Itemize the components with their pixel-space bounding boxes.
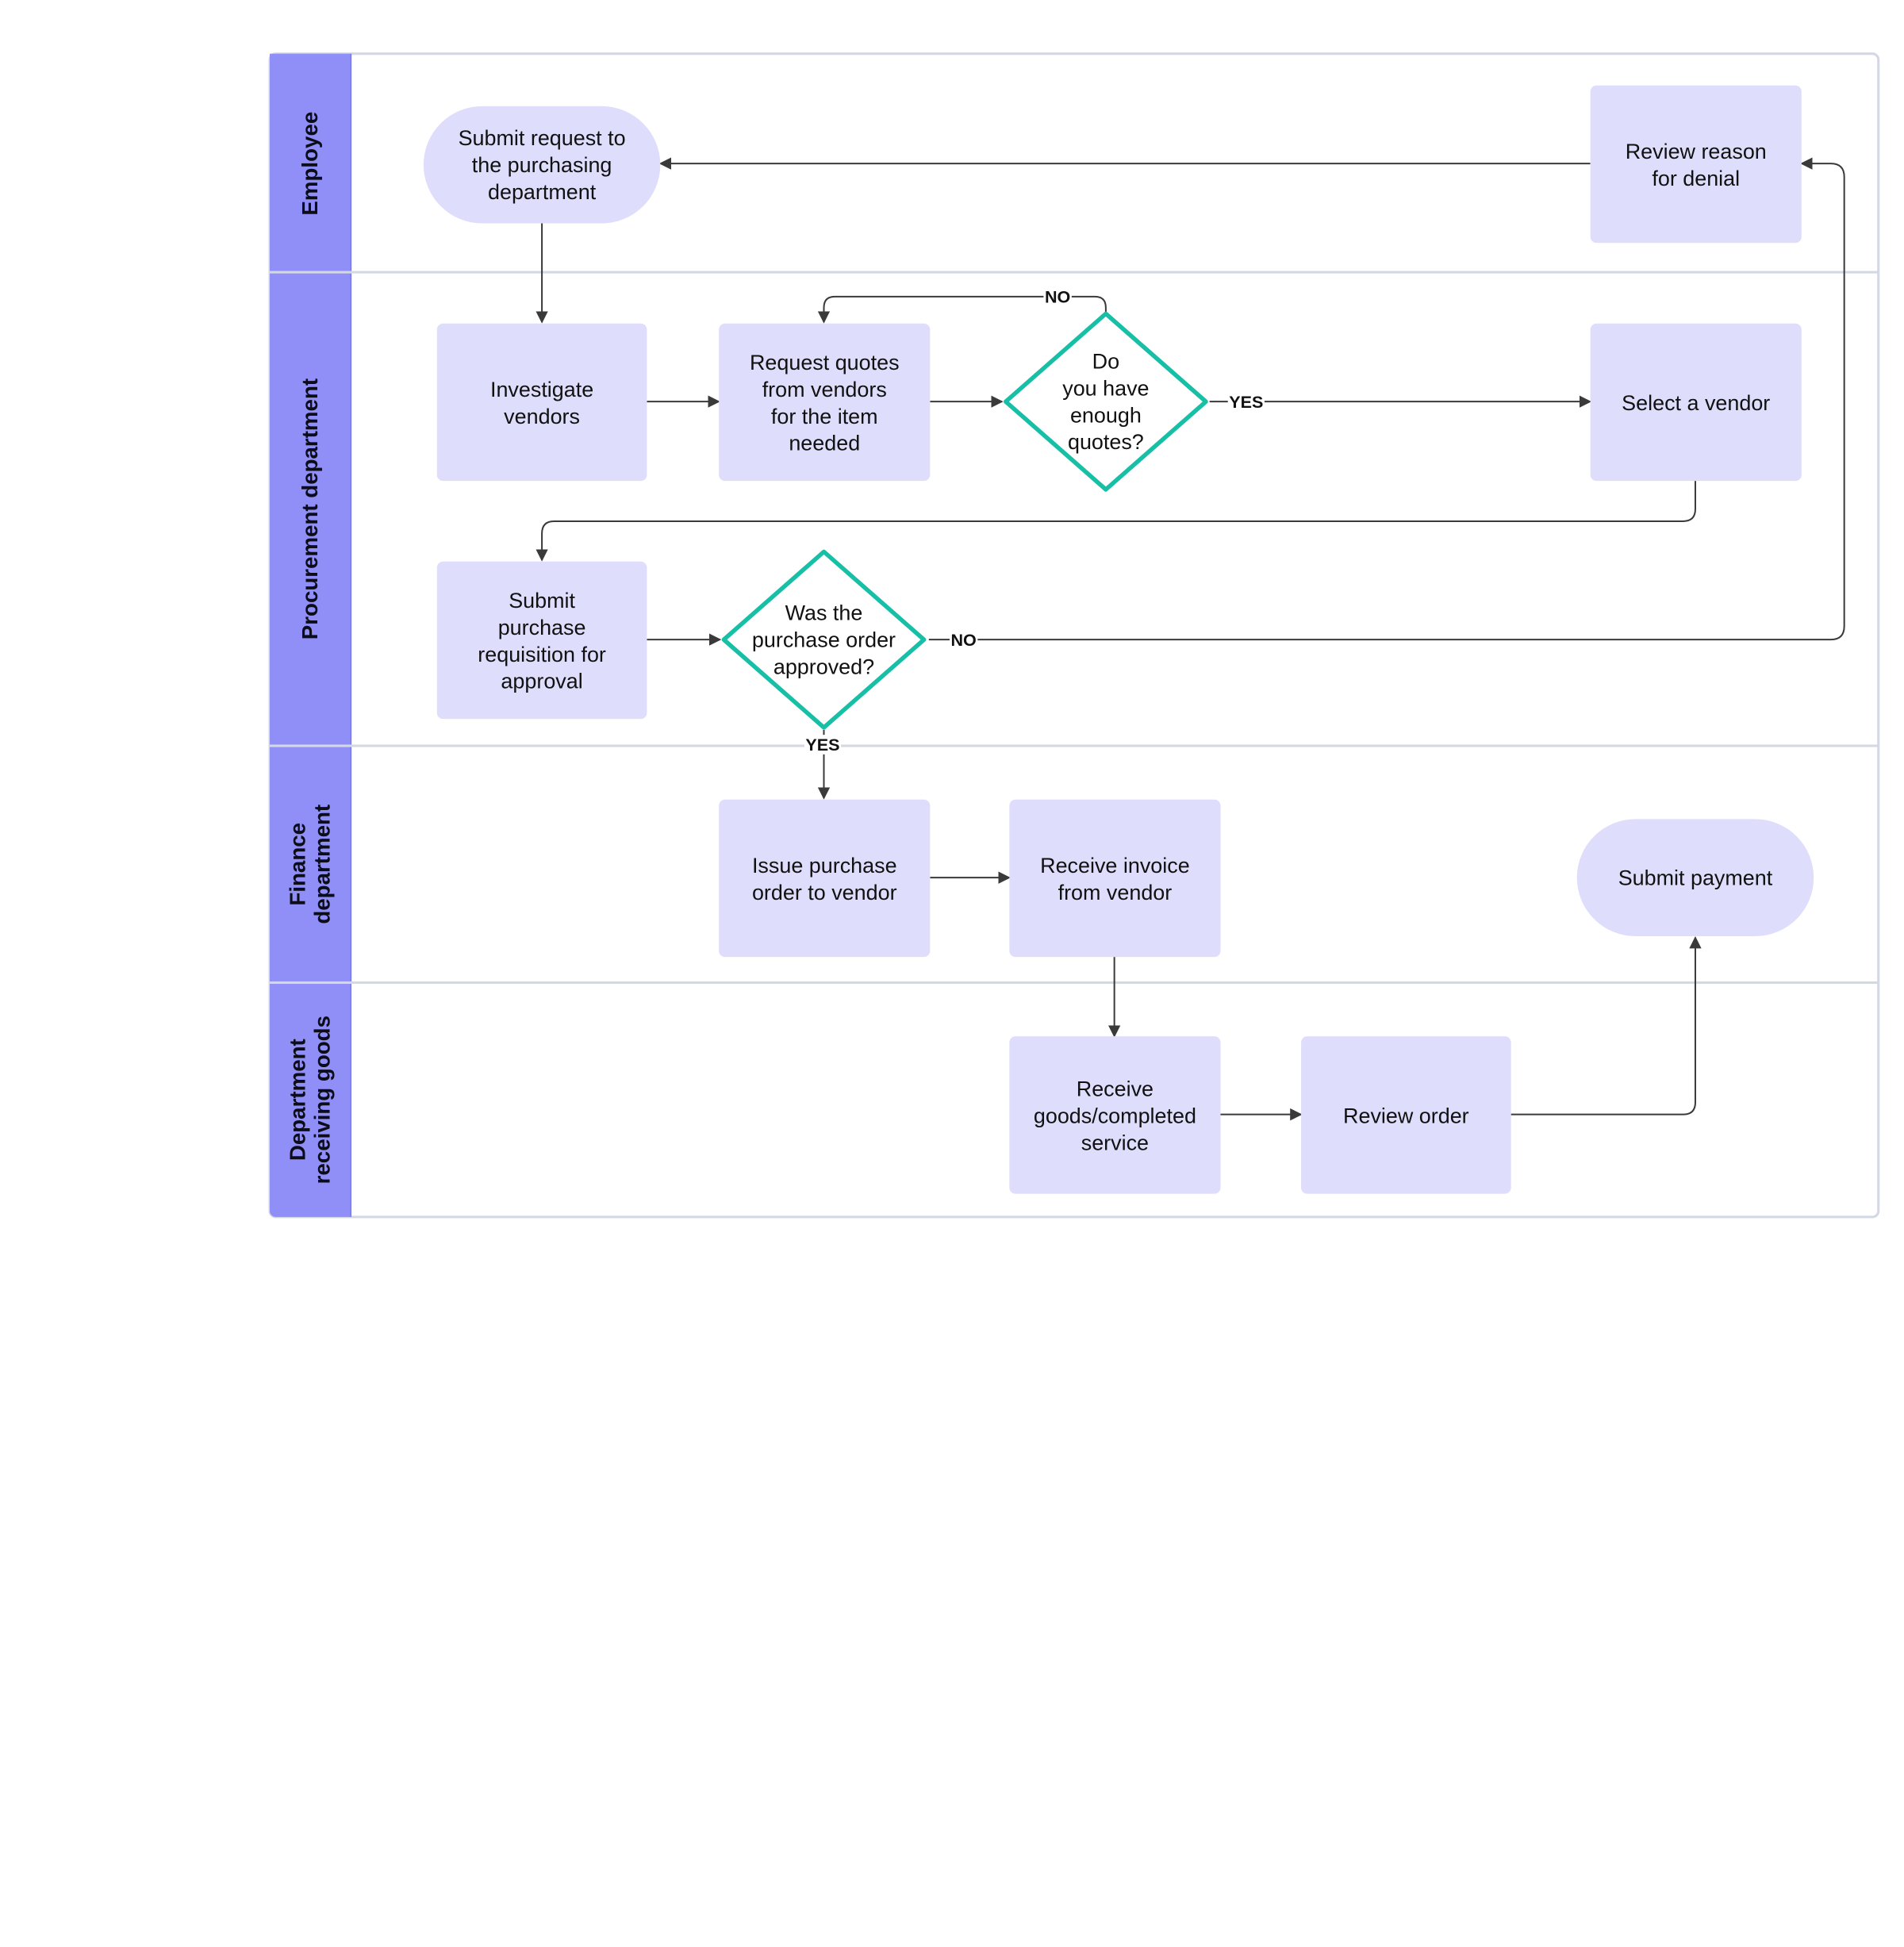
lane-header-finance: Finance department (270, 746, 352, 983)
edge-vendor-to-requisition (536, 481, 1696, 562)
decision-diamond-shape (1004, 311, 1208, 492)
edge-quotes-no-loop (817, 295, 1107, 324)
connectors (536, 157, 1845, 1121)
node-submit-payment: Submit payment (1576, 819, 1814, 937)
edge-label-approved-yes: YES (804, 735, 842, 755)
edge-approval-no (928, 157, 1845, 641)
edge-review-to-payment (1511, 936, 1702, 1116)
decision-enough-quotes-text: Do you have enough quotes? (1062, 349, 1150, 455)
lane-divider (270, 744, 1879, 747)
lane-divider (270, 981, 1879, 985)
node-receive-goods: Receive goods/completed service (1009, 1036, 1221, 1194)
node-submit-requisition: Submit purchase requisition for approval (436, 561, 647, 720)
node-review-order: Review order (1301, 1036, 1511, 1194)
lane-header-employee: Employee (270, 53, 352, 273)
node-review-denial: Review reason for denial (1590, 85, 1802, 244)
edge-label-quotes-no: NO (1043, 286, 1072, 307)
lane-divider (270, 271, 1879, 274)
lane-header-procurement: Procurement department (270, 272, 352, 747)
node-request-quotes: Request quotes from vendors for the item… (719, 323, 931, 482)
node-select-vendor: Select a vendor (1590, 323, 1802, 482)
decision-po-approved-text: Was the purchase order approved? (751, 600, 896, 679)
decision-diamond-shape (721, 549, 927, 730)
edge-label-approved-no: NO (949, 629, 978, 650)
decision-enough-quotes: Do you have enough quotes? (1002, 310, 1210, 493)
node-investigate-vendors: Investigate vendors (436, 323, 647, 482)
node-issue-po: Issue purchase order to vendor (719, 799, 931, 958)
edge-label-quotes-yes: YES (1227, 391, 1265, 412)
node-receive-invoice: Receive invoice from vendor (1009, 799, 1221, 958)
decision-po-approved: Was the purchase order approved? (720, 548, 928, 732)
node-submit-request: Submit request to the purchasing departm… (423, 106, 661, 224)
lane-header-receiving: Department receiving goods (270, 982, 352, 1217)
